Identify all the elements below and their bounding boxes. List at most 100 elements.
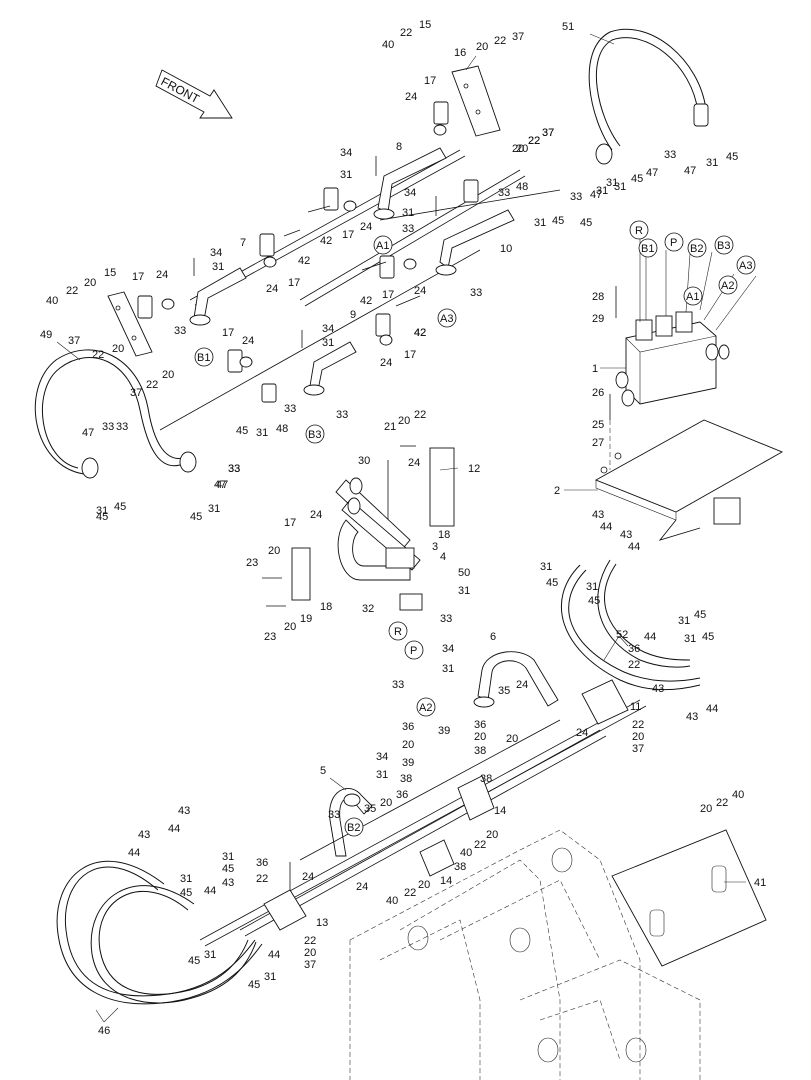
callout-45: 45	[702, 631, 714, 643]
callout-22: 22	[92, 349, 104, 361]
callout-31: 31	[586, 581, 598, 593]
callout-40: 40	[460, 847, 472, 859]
callout-34: 34	[322, 323, 334, 335]
callout-20: 20	[398, 415, 410, 427]
callout-39: 39	[402, 757, 414, 769]
callout-45: 45	[694, 609, 706, 621]
tube-assembly-3-4	[291, 447, 455, 611]
bracket-14	[419, 775, 495, 877]
callout-36: 36	[256, 857, 268, 869]
callout-22: 22	[628, 659, 640, 671]
callout-34: 34	[376, 751, 388, 763]
callout-44: 44	[644, 631, 656, 643]
port-marker-b2: B2	[344, 817, 364, 837]
svg-text:B3: B3	[717, 240, 730, 252]
callout-38: 38	[454, 861, 466, 873]
callout-33: 33	[174, 325, 186, 337]
callout-4: 4	[440, 551, 446, 563]
callout-20: 20	[506, 733, 518, 745]
callout-21: 21	[384, 421, 396, 433]
callout-11: 11	[630, 701, 641, 713]
callout-20: 20	[112, 343, 124, 355]
callout-31: 31	[684, 633, 696, 645]
callout-24: 24	[310, 509, 322, 521]
callout-37: 37	[542, 127, 554, 139]
callout-22: 22	[256, 873, 268, 885]
callout-31: 31	[264, 971, 276, 983]
callout-1: 1	[592, 363, 598, 375]
callout-31: 31	[212, 261, 224, 273]
callout-33: 33	[498, 187, 510, 199]
callout-48: 48	[516, 181, 528, 193]
callout-35: 35	[364, 803, 376, 815]
callout-45: 45	[726, 151, 738, 163]
callout-31: 31	[256, 427, 268, 439]
callout-42: 42	[298, 255, 310, 267]
callout-20: 20	[162, 369, 174, 381]
callout-18: 18	[438, 529, 450, 541]
callout-34: 34	[340, 147, 352, 159]
callout-22: 22	[146, 379, 158, 391]
callout-18: 18	[320, 601, 332, 613]
callout-22: 22	[414, 409, 426, 421]
hose-52	[561, 559, 701, 691]
svg-text:B2: B2	[690, 243, 703, 255]
svg-text:A3: A3	[739, 260, 752, 272]
callout-24: 24	[516, 679, 528, 691]
bolts	[193, 156, 617, 900]
callout-41: 41	[754, 877, 766, 889]
callout-22: 22	[528, 135, 540, 147]
callout-47: 47	[684, 165, 696, 177]
callout-17: 17	[382, 289, 394, 301]
callout-38: 38	[480, 773, 492, 785]
callout-17: 17	[404, 349, 416, 361]
callout-34: 34	[210, 247, 222, 259]
callout-37: 37	[304, 959, 316, 971]
callout-36: 36	[628, 643, 640, 655]
callout-44: 44	[128, 847, 140, 859]
callout-24: 24	[156, 269, 168, 281]
callout-23: 23	[246, 557, 258, 569]
callout-8: 8	[396, 141, 402, 153]
port-marker-p-valve: P	[664, 232, 684, 252]
callout-20: 20	[284, 621, 296, 633]
callout-31: 31	[180, 873, 192, 885]
callout-31: 31	[322, 337, 334, 349]
callout-33: 33	[328, 809, 340, 821]
callout-40: 40	[46, 295, 58, 307]
callout-45: 45	[180, 887, 192, 899]
callout-31: 31	[706, 157, 718, 169]
port-marker-a3-valve: A3	[736, 255, 756, 275]
port-marker-p: P	[404, 640, 424, 660]
callout-20: 20	[402, 739, 414, 751]
callout-38: 38	[400, 773, 412, 785]
leader-lines	[56, 33, 746, 1023]
tube-5	[329, 787, 373, 857]
callout-17: 17	[424, 75, 436, 87]
svg-text:A3: A3	[440, 313, 453, 325]
callout-45: 45	[190, 511, 202, 523]
callout-47: 47	[646, 167, 658, 179]
callout-45: 45	[236, 425, 248, 437]
callout-34: 34	[404, 187, 416, 199]
callout-33: 33	[116, 421, 128, 433]
svg-text:P: P	[410, 645, 417, 657]
callout-31: 31	[458, 585, 470, 597]
callout-33: 33	[284, 403, 296, 415]
callout-37: 37	[68, 335, 80, 347]
callout-24: 24	[576, 727, 588, 739]
svg-text:B2: B2	[347, 822, 360, 834]
bracket-16	[451, 65, 501, 137]
callout-35: 35	[498, 685, 510, 697]
callout-32: 32	[362, 603, 374, 615]
svg-text:A2: A2	[721, 280, 734, 292]
loader-frame	[349, 829, 701, 1080]
callout-31: 31	[606, 177, 618, 189]
callout-17: 17	[132, 271, 144, 283]
callout-20: 20	[474, 731, 486, 743]
callout-45: 45	[546, 577, 558, 589]
callout-31: 31	[96, 505, 108, 517]
callout-45: 45	[188, 955, 200, 967]
callout-20: 20	[304, 947, 316, 959]
